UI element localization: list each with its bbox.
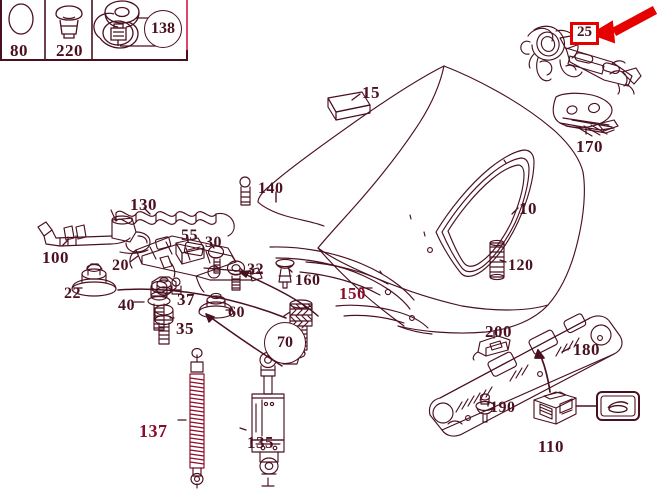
part-trunk-lock-latch-assembly (520, 25, 642, 95)
part-torsion-spring-strut (189, 347, 205, 489)
callout-150: 150 (339, 284, 366, 303)
leader-cable-22 (117, 288, 287, 319)
callout-35: 35 (176, 319, 194, 338)
callout-170: 170 (576, 137, 603, 156)
callout-20: 20 (112, 257, 129, 274)
part-striker-bracket (37, 215, 151, 254)
callout-15: 15 (362, 83, 380, 102)
part-rubber-bellows (489, 239, 505, 281)
callout-30: 30 (205, 234, 222, 251)
part-trunk-lid-inner-panel (269, 246, 433, 335)
part-trim-garnish-strip (428, 313, 623, 437)
part-push-in-clip (275, 258, 295, 289)
callout-60: 60 (228, 304, 245, 321)
leader-cable-rod (239, 270, 319, 317)
part-grommet-60 (198, 292, 234, 319)
callout-130: 130 (130, 195, 157, 214)
inset-part-80 (8, 3, 34, 35)
callout-40: 40 (118, 297, 135, 314)
callout-180: 180 (573, 340, 600, 359)
part-stop-block (175, 237, 205, 265)
part-rubber-buffer (71, 263, 117, 297)
part-handle-escutcheon (552, 92, 619, 137)
part-screw-32 (226, 260, 246, 291)
highlight-boxed-label-25: 25 (570, 22, 599, 45)
part-mounting-clip (472, 335, 511, 361)
callout-110: 110 (538, 437, 565, 456)
callout-140: 140 (258, 180, 284, 197)
callout-120: 120 (508, 257, 534, 274)
callout-200: 200 (485, 322, 512, 341)
callout-137: 137 (139, 421, 168, 441)
part-gas-strut (251, 351, 285, 487)
part-insulation-pad (327, 91, 371, 121)
callout-22: 22 (64, 285, 81, 302)
callout-37: 37 (177, 290, 195, 309)
inset-label-220: 220 (56, 41, 83, 60)
callout-135: 135 (247, 433, 274, 452)
callout-55: 55 (181, 227, 198, 244)
callout-100: 100 (42, 248, 69, 267)
part-screw-30 (207, 245, 225, 274)
part-bolt-35 (154, 304, 174, 345)
callout-circle-70: 70 (264, 322, 306, 364)
part-lock-rod-assembly (129, 235, 263, 295)
inset-panel-frame (0, 0, 188, 61)
inset-part-220 (55, 5, 83, 39)
leader-arrow-110-180 (534, 349, 551, 393)
part-release-switch (533, 391, 577, 425)
trunk-open-symbol-box (596, 391, 640, 421)
inset-label-80: 80 (10, 41, 28, 60)
callout-leaders (61, 93, 587, 407)
part-screw-190 (475, 393, 495, 423)
callout-190: 190 (490, 399, 516, 416)
inset-label-138: 138 (144, 10, 182, 48)
callout-160: 160 (295, 272, 321, 289)
callout-32: 32 (247, 261, 264, 278)
callout-10: 10 (519, 199, 537, 218)
